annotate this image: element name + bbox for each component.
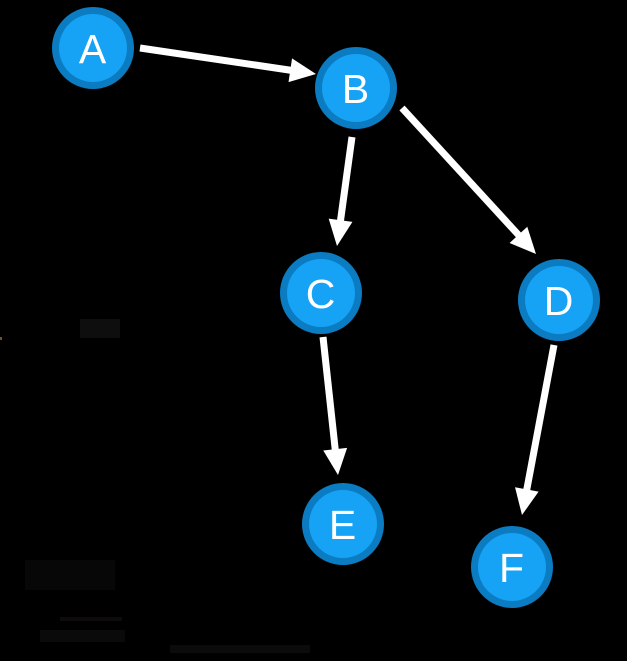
graph-node-B[interactable]: B xyxy=(315,47,397,129)
edge-arrowhead-B-C xyxy=(328,218,353,246)
background-smudge-3 xyxy=(40,630,125,642)
node-label: D xyxy=(544,278,575,324)
node-body xyxy=(525,266,593,334)
edge-shaft-A-B xyxy=(139,44,293,74)
graph-node-A[interactable]: A xyxy=(52,7,134,89)
graph-node-F[interactable]: F xyxy=(471,526,553,608)
background-smudge-1 xyxy=(0,337,2,340)
node-label: E xyxy=(329,502,357,548)
edge-shaft-D-F xyxy=(523,344,558,493)
background-smudge-5 xyxy=(25,560,115,590)
edge-arrowhead-B-D xyxy=(509,226,536,254)
node-body xyxy=(59,14,127,82)
edge-C-E xyxy=(319,336,348,475)
node-body xyxy=(322,54,390,122)
node-label: F xyxy=(499,545,525,591)
background-smudge-2 xyxy=(60,617,122,621)
edge-A-B xyxy=(139,44,316,83)
edge-shaft-B-C xyxy=(336,136,356,223)
edge-arrowhead-D-F xyxy=(515,487,539,515)
edge-arrowhead-C-E xyxy=(323,447,348,475)
node-label: C xyxy=(306,271,337,317)
node-body xyxy=(287,259,355,327)
edge-B-C xyxy=(328,136,356,246)
edge-shaft-C-E xyxy=(319,336,339,452)
background-smudge-0 xyxy=(80,319,120,338)
background-smudge-4 xyxy=(170,645,310,653)
node-body xyxy=(478,533,546,601)
edge-D-F xyxy=(515,344,558,515)
node-label: B xyxy=(342,66,370,112)
node-label: A xyxy=(79,26,107,72)
edge-shaft-B-D xyxy=(399,105,523,239)
graph-node-E[interactable]: E xyxy=(302,483,384,565)
edge-B-D xyxy=(399,105,536,254)
graph-node-D[interactable]: D xyxy=(518,259,600,341)
node-body xyxy=(309,490,377,558)
graph-node-C[interactable]: C xyxy=(280,252,362,334)
edge-arrowhead-A-B xyxy=(288,58,316,83)
